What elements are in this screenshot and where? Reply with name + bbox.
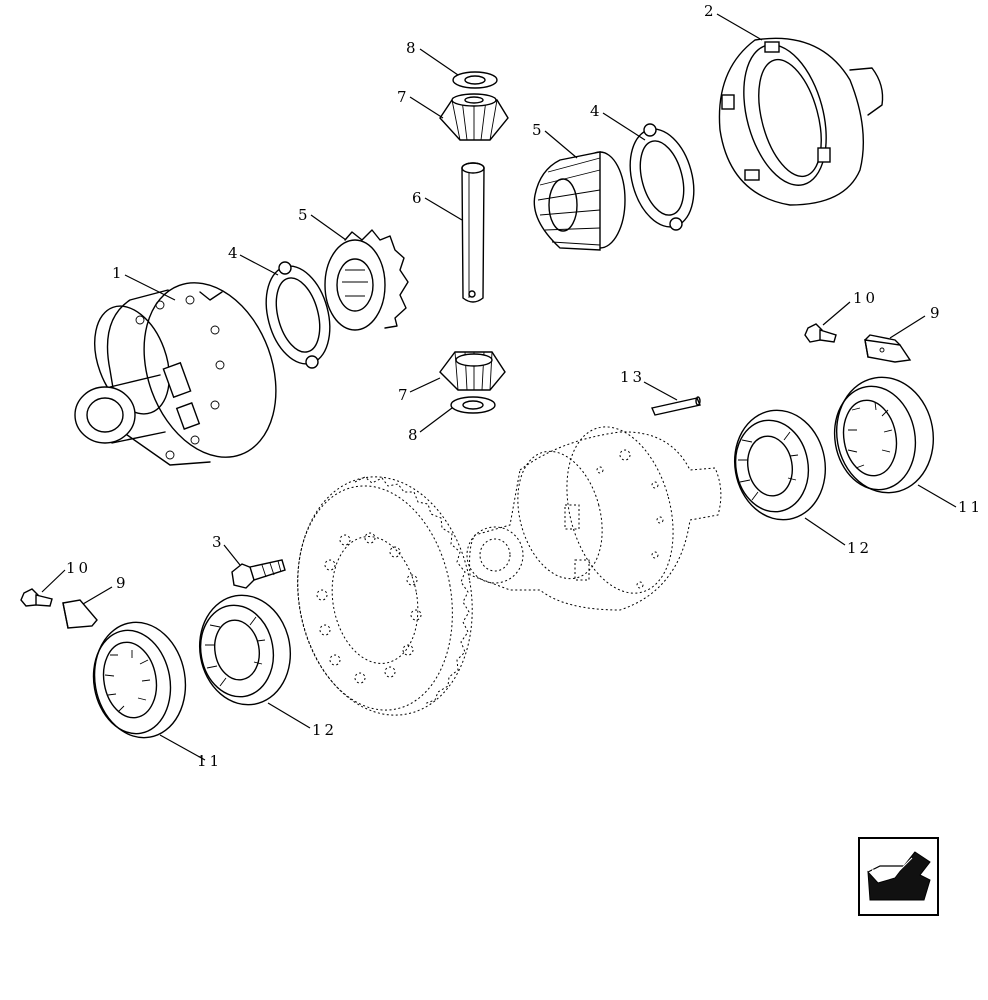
callout-5-right: 5 <box>532 121 545 139</box>
part-5-side-gear-left[interactable] <box>324 229 409 331</box>
part-11-adjusting-nut-right[interactable] <box>827 370 943 501</box>
callout-9-right: 9 <box>930 304 943 322</box>
part-11-adjusting-nut-left[interactable] <box>86 615 195 745</box>
callout-10-right: 10 <box>853 289 878 307</box>
part-9-lock-tab-left[interactable] <box>62 599 98 629</box>
callout-1: 1 <box>112 264 125 282</box>
part-1-differential-case[interactable] <box>74 264 299 476</box>
callout-11-right: 11 <box>958 498 983 516</box>
callout-4-left: 4 <box>228 244 241 262</box>
part-10-screw-right[interactable] <box>804 323 837 343</box>
part-12-bearing-left[interactable] <box>191 588 299 712</box>
leader-lines <box>41 13 957 761</box>
callout-9-left: 9 <box>116 574 129 592</box>
part-7-pinion-gear-top[interactable] <box>439 93 509 141</box>
callout-8-bottom: 8 <box>408 426 421 444</box>
part-10-screw-left[interactable] <box>20 588 53 607</box>
part-2-case-cover[interactable] <box>718 36 884 206</box>
callout-11-left: 11 <box>197 752 222 770</box>
part-8-washer-top[interactable] <box>452 71 498 89</box>
part-13-pin[interactable] <box>651 396 701 416</box>
part-6-shaft[interactable] <box>461 162 485 303</box>
callout-labels: 1 2 3 4 4 5 5 6 7 7 8 8 9 9 10 10 11 11 … <box>66 2 983 770</box>
callout-2: 2 <box>704 2 717 20</box>
callout-10-left: 10 <box>66 559 91 577</box>
callout-8-top: 8 <box>406 39 419 57</box>
part-9-lock-tab-right[interactable] <box>864 334 912 363</box>
callout-12-left: 12 <box>312 721 337 739</box>
part-5-side-gear-right[interactable] <box>533 151 626 251</box>
assembled-case-ghost <box>466 426 722 611</box>
callout-13: 13 <box>620 368 645 386</box>
ring-gear-ghost <box>297 476 473 716</box>
callout-4-right: 4 <box>590 102 603 120</box>
callout-7-bottom: 7 <box>398 386 411 404</box>
arrow-back-icon[interactable] <box>858 837 939 916</box>
callout-6: 6 <box>412 189 425 207</box>
callout-12-right: 12 <box>847 539 872 557</box>
part-4-thrust-washer-right[interactable] <box>620 122 704 234</box>
callout-7-top: 7 <box>397 88 410 106</box>
part-4-thrust-washer-left[interactable] <box>256 259 340 371</box>
part-12-bearing-right[interactable] <box>726 403 834 527</box>
callout-5-left: 5 <box>298 206 311 224</box>
callout-3: 3 <box>212 533 225 551</box>
part-3-bolt[interactable] <box>231 559 286 589</box>
part-7-pinion-gear-bottom[interactable] <box>439 351 506 391</box>
part-8-washer-bottom[interactable] <box>450 396 496 414</box>
